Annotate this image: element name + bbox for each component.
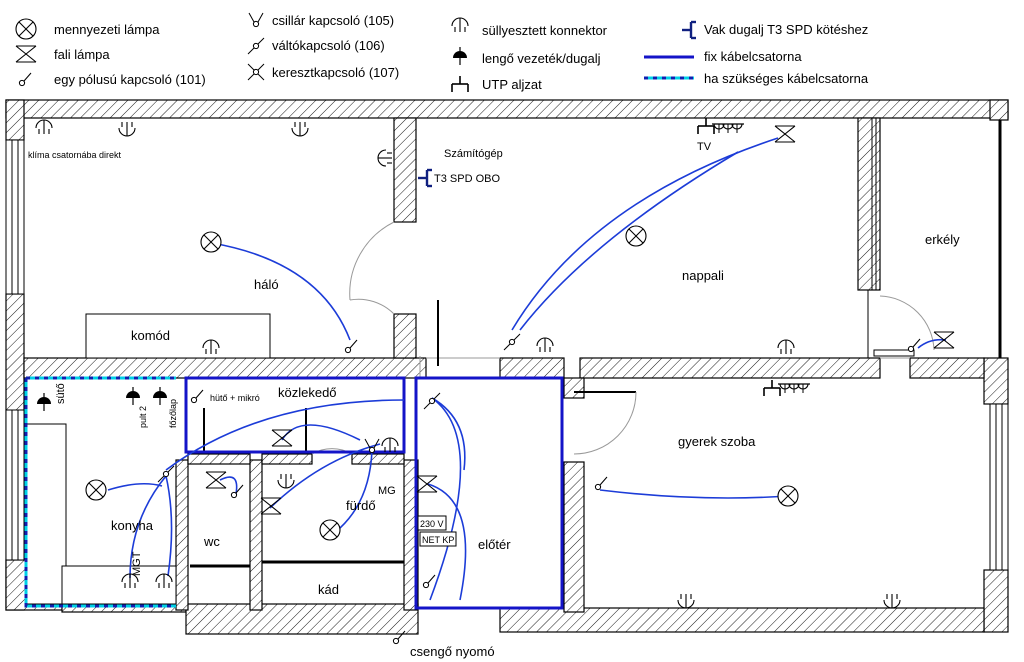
legend-flush-connector-icon [451,17,469,33]
mgt-label: MGT [131,551,143,576]
multi-socket-icon [711,123,745,134]
fridge-label: hütő + mikró [210,393,260,403]
legend-cross-switch-icon [247,63,265,81]
network-box-label: NET KP [422,535,454,545]
bathtub-label: kád [318,582,339,597]
socket-icon [883,593,901,609]
oven-label: sütő [55,383,67,404]
room-erkely: erkély [925,232,960,247]
switch-icon [594,476,608,491]
legend-pendant-wire-icon [452,46,468,66]
legend-flush-connector-label: süllyesztett konnektor [482,23,608,38]
legend-ceiling-lamp-label: mennyezeti lámpa [54,22,160,37]
corridor-channel [184,376,406,454]
legend-optional-channel-label: ha szükséges kábelcsatorna [704,71,869,86]
switch-icon [422,574,436,589]
walls [5,99,1009,635]
legend-spd-socket-label: Vak dugalj T3 SPD kötéshez [704,22,868,37]
utp-socket-icon [763,379,781,397]
bell-label: csengő nyomó [410,644,495,659]
legend-utp-socket-icon [451,75,469,93]
room-halo: háló [254,277,279,292]
legend-wall-lamp-label: fali lámpa [54,47,110,62]
socket-icon [536,337,554,353]
legend-single-switch-label: egy pólusú kapcsoló (101) [54,72,206,87]
switch-icon [190,389,204,404]
fixtures [35,117,955,645]
cable-channels [24,376,564,610]
computer-label: Számítógép [444,148,503,160]
multi-socket-icon [777,383,811,394]
furniture [25,118,935,605]
counter-pendant-icon [125,386,141,406]
wall-lamp-icon [205,471,227,489]
legend-spd-socket-icon [680,20,698,40]
power-box-label: 230 V [420,519,444,529]
hob-label: főzőlap [168,399,178,428]
socket-icon [277,473,295,489]
wall-lamp-icon [271,429,293,447]
room-kozlekedo: közlekedő [278,385,337,400]
network-box [419,531,457,547]
room-konyha: konyha [111,518,154,533]
hob-pendant-icon [152,386,168,406]
room-nappali: nappali [682,268,724,283]
spd-socket-icon [416,168,434,188]
oven-pendant-icon [36,392,52,412]
room-wc: wc [203,534,220,549]
counter-label: pult 2 [138,406,148,428]
room-labels: klíma csatornába direkt Számítógép T3 SP… [28,141,960,659]
legend-ceiling-lamp-icon [15,18,37,40]
legend-chandelier-switch-label: csillár kapcsoló (105) [272,13,394,28]
power-box [417,515,447,531]
utp-socket-icon [697,117,715,135]
ceiling-lamp-icon [777,485,799,507]
legend-fixed-channel-label: fix kábelcsatorna [704,49,802,64]
spd-obo-label: T3 SPD OBO [434,173,500,185]
legend-cross-switch-label: keresztkapcsoló (107) [272,65,399,80]
wiring [107,137,947,601]
wall-lamp-icon [416,475,438,493]
legend-changeover-switch-label: váltókapcsoló (106) [272,38,385,53]
legend-changeover-switch-icon [247,37,265,55]
wall-lamp-icon [774,125,796,143]
ceiling-lamp-icon [625,225,647,247]
changeover-switch-icon [503,333,521,351]
socket-icon [291,121,309,137]
dresser [85,313,271,359]
dresser-label: komód [131,328,170,343]
wall-lamp-icon [260,497,282,515]
ceiling-lamp-icon [319,519,341,541]
legend-utp-socket-label: UTP aljzat [482,77,542,92]
socket-icon [677,593,695,609]
room-furdo: fürdő [346,498,376,513]
kitchen-counter [25,423,67,605]
kitchen-counter-bottom [61,565,177,605]
legend-single-switch-icon [18,72,32,87]
legend-chandelier-switch-icon [248,12,264,28]
legend-wall-lamp-icon [15,45,37,63]
klima-socket-icon [35,119,53,135]
tv-label: TV [697,141,712,153]
socket-icon [381,437,399,453]
ceiling-lamp-icon [200,231,222,253]
ceiling-lamp-icon [85,479,107,501]
klima-label: klíma csatornába direkt [28,150,122,160]
mg-label: MG [378,485,396,497]
legend-pendant-wire-label: lengő vezeték/dugalj [482,51,601,66]
switch-icon [344,339,358,354]
room-gyerek: gyerek szoba [678,434,756,449]
socket-icon [777,339,795,355]
socket-icon [118,121,136,137]
legend: mennyezeti lámpa fali lámpa egy pólusú k… [15,12,869,93]
socket-icon [377,149,393,167]
anteroom-channel [414,376,564,610]
room-eloter: előtér [478,537,511,552]
